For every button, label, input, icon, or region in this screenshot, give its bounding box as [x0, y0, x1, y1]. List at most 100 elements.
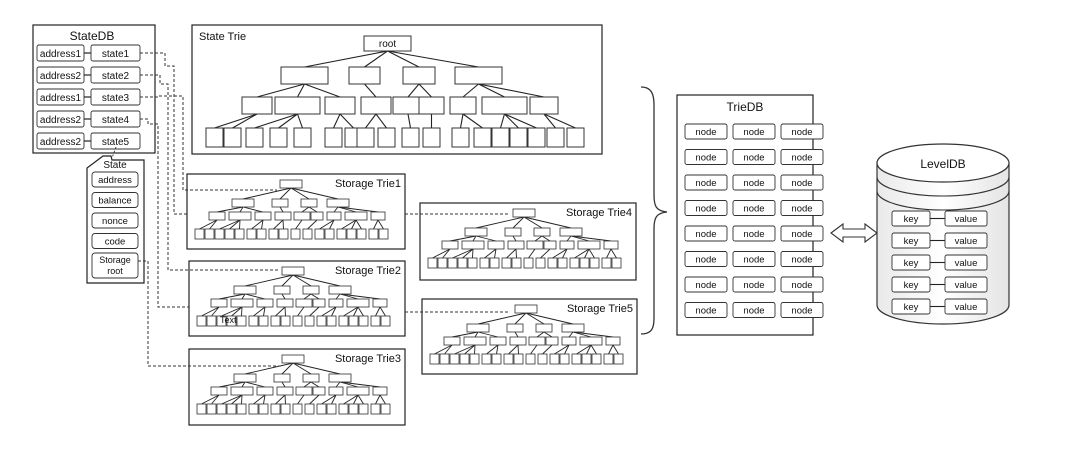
tree-edge [568, 331, 574, 338]
trie-leaf-node [292, 403, 303, 415]
tree-edge [211, 306, 220, 317]
storage-trie-4: Storage Trie4 [419, 202, 637, 281]
trie-leaf-node [278, 228, 289, 240]
tree-edge [584, 248, 590, 259]
triedb-node [732, 123, 776, 140]
trie-leaf-node [338, 315, 349, 327]
trie-branch-node [526, 240, 544, 250]
leveldb-key-label: key [904, 236, 919, 247]
trie-branch-node [509, 336, 527, 346]
tree-edge [375, 306, 381, 317]
tree-edge [282, 219, 284, 230]
tree-edge [339, 113, 354, 129]
tree-edge [339, 381, 381, 388]
triedb-node [684, 123, 728, 140]
statedb-state-label: state5 [102, 137, 130, 148]
tree-edge [281, 274, 294, 287]
trie-leaf-node [280, 315, 291, 327]
tree-edge [477, 331, 499, 338]
trie-branch-node [481, 96, 528, 115]
triedb-node [780, 251, 824, 267]
tree-edge [499, 113, 506, 129]
tree-edge [201, 306, 220, 317]
leveldb-value-label: value [955, 214, 978, 225]
tree-edge [574, 248, 590, 259]
trie-branch-node [254, 211, 272, 221]
statedb-address-label: address2 [40, 115, 82, 126]
trie-leaf-node [489, 257, 500, 269]
tree-edge [464, 344, 476, 355]
trie-branch-node [312, 386, 326, 396]
leveldb-value-label: value [955, 280, 978, 291]
tree-edge [218, 381, 246, 388]
trie-branch-node [464, 227, 488, 237]
tree-edge [444, 344, 453, 355]
tree-edge [542, 344, 553, 355]
tree-edge [514, 331, 519, 338]
trie-leaf-node [503, 353, 514, 365]
leveldb-key-label: key [904, 214, 919, 225]
tree-edge [214, 113, 258, 129]
tree-edge [534, 235, 543, 242]
tree-edge [343, 306, 359, 317]
connector-state2-trie2 [140, 74, 279, 271]
trie-leaf-node [613, 353, 624, 365]
trie-leaf-node [491, 127, 510, 148]
trie-leaf-node [557, 257, 568, 269]
leveldb-value-label: value [955, 258, 978, 269]
trie-leaf-node [439, 353, 450, 365]
dashed-connectors [138, 52, 508, 367]
triedb-node [684, 149, 728, 165]
trie-leaf-node [316, 315, 327, 327]
trie-leaf-node [589, 257, 600, 269]
trie-leaf-node [527, 127, 546, 148]
state-field-box [91, 233, 139, 249]
trie-leaf-node [535, 257, 546, 269]
tree-edge [504, 113, 537, 129]
tree-edge [570, 235, 590, 242]
trie-branch-node [210, 298, 228, 308]
trie-leaf-node [370, 315, 381, 327]
tree-edge [199, 219, 218, 230]
triedb-node-label: node [791, 153, 812, 164]
trie-branch-node [461, 240, 485, 250]
tree-edge [572, 331, 592, 338]
tree-edge [576, 344, 592, 355]
trie-leaf-node [451, 127, 470, 148]
trie-branch-node [241, 96, 273, 115]
trie-leaf-node [214, 228, 225, 240]
trie-leaf-node [523, 257, 534, 269]
tree-edge [244, 381, 266, 388]
tree-edge [612, 344, 619, 355]
trie-leaf-node [571, 353, 582, 365]
trie-leaf-node [501, 257, 512, 269]
triedb-node-label: node [791, 306, 812, 317]
tree-edge [201, 394, 220, 405]
storage-trie-2-annotation: Text [220, 315, 237, 325]
tree-edge [472, 235, 477, 242]
statedb-state-label: state1 [102, 49, 130, 60]
trie-leaf-node [457, 257, 468, 269]
trie-branch-node [443, 336, 461, 346]
triedb-node [732, 251, 776, 267]
trie-leaf-node [549, 353, 560, 365]
tree-edge [339, 381, 359, 388]
tree-edge [335, 293, 341, 300]
tree-edge [434, 344, 453, 355]
trie-branch-node [328, 373, 352, 383]
trie-branch-node [310, 211, 324, 221]
tree-edge [543, 113, 576, 129]
tree-edge [254, 113, 298, 129]
trie-branch-node [324, 96, 356, 115]
trie-branch-node [489, 336, 507, 346]
storage-trie-5: Storage Trie5 [421, 298, 638, 375]
tree-edge [449, 235, 477, 242]
triedb-title: TrieDB [727, 100, 764, 114]
tree-edge [387, 50, 479, 68]
tree-edge [244, 362, 294, 375]
trie-leaf-node [378, 228, 389, 240]
trie-leaf-node [270, 403, 281, 415]
tree-edge [275, 306, 286, 317]
trie-branch-node [295, 298, 313, 308]
